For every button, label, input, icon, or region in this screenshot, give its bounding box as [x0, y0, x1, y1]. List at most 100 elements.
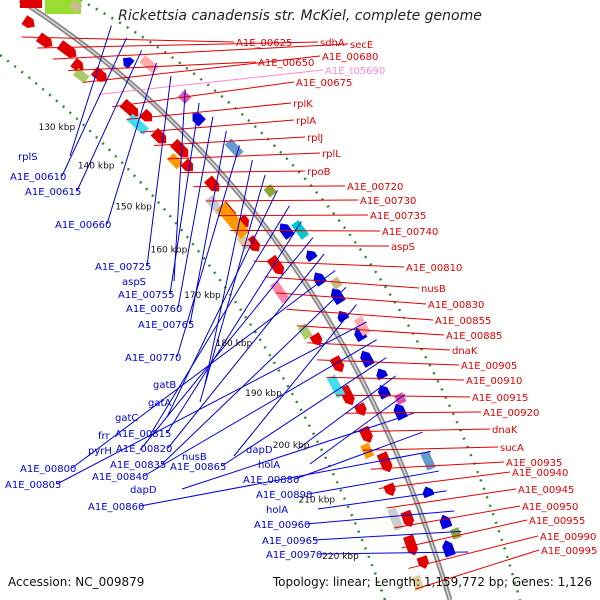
gene-label: rplS [18, 152, 38, 163]
leader-line [76, 50, 143, 192]
leader-line [166, 189, 278, 418]
gene-label: A1E_00990 [540, 532, 596, 543]
leader-line [167, 152, 321, 160]
leader-line [61, 37, 128, 177]
leader-line [313, 530, 462, 541]
gene-label: nusB [421, 284, 446, 295]
feature-box [224, 138, 244, 158]
kbp-label: 150 kbp [115, 203, 152, 213]
leader-line [167, 253, 325, 449]
gene-label: A1E_00915 [472, 393, 528, 404]
leader-line [386, 488, 517, 509]
leader-line [180, 170, 306, 174]
gene-label: A1E_00820 [116, 444, 172, 455]
gene-label: A1E_00970 [266, 550, 322, 561]
kbp-label: 180 kbp [216, 339, 253, 349]
gene-label: nusB [182, 452, 207, 463]
gene-label: rpoB [307, 167, 331, 178]
kbp-label: 140 kbp [78, 162, 115, 172]
kbp-label: 130 kbp [38, 123, 75, 133]
leader-line [297, 375, 397, 450]
leader-line [56, 321, 367, 485]
gene-label: A1E_00935 [506, 458, 562, 469]
gene-label: A1E_00815 [115, 429, 171, 440]
gene-label: A1E_00865 [170, 462, 226, 473]
leader-line [173, 89, 186, 282]
feature-box [167, 152, 184, 170]
leader-line [149, 205, 290, 436]
leader-line [139, 451, 431, 507]
gene-label: holA [266, 505, 288, 516]
leader-line [68, 61, 257, 72]
leader-line [286, 308, 434, 321]
gene-label: A1E_00765 [138, 320, 194, 331]
genome-backbone-highlight [19, 0, 451, 600]
feature-box [326, 374, 346, 399]
leader-line [193, 185, 346, 188]
gene-label: A1E_00625 [236, 38, 292, 49]
forward-gene-arrow [56, 40, 77, 58]
leader-line [112, 81, 295, 108]
gene-label: A1E_00940 [512, 468, 568, 479]
leader-line [146, 75, 172, 267]
forward-gene-arrow [376, 451, 393, 473]
reverse-gene-arrow [360, 350, 375, 368]
gene-label: A1E_00965 [262, 536, 318, 547]
leader-line [345, 411, 482, 414]
leader-line [169, 102, 200, 295]
accession-label: Accession: NC_009879 [8, 575, 145, 589]
reverse-gene-arrow [376, 368, 389, 381]
leader-line [326, 376, 465, 381]
gene-label: A1E_00650 [258, 58, 314, 69]
leader-line [305, 510, 455, 525]
leader-line [394, 505, 521, 529]
leader-line [370, 461, 505, 470]
gene-block [20, 0, 42, 8]
gene-label: gatC [115, 413, 138, 424]
forward-gene-arrow [266, 254, 285, 275]
map-title: Rickettsia canadensis str. McKiel, compl… [118, 8, 482, 24]
leader-line [161, 287, 347, 465]
leader-line [275, 292, 427, 305]
leader-line [143, 339, 377, 477]
leader-line [230, 229, 381, 232]
leader-line [353, 428, 491, 433]
gene-label: A1E_00890 [256, 490, 312, 501]
gene-label: frr [98, 431, 110, 442]
kbp-label: 220 kbp [322, 552, 359, 562]
gene-label: A1E_00770 [125, 353, 181, 364]
gene-label: A1E_00885 [446, 331, 502, 342]
gene-label: A1E_00735 [370, 211, 426, 222]
feature-box [353, 316, 371, 337]
leader-line [166, 221, 302, 434]
reverse-gene-arrow [330, 288, 346, 306]
leader-line [309, 393, 406, 465]
leader-line [253, 260, 405, 268]
leader-line [378, 471, 511, 489]
leader-line [264, 276, 420, 289]
forward-gene-arrow [204, 175, 220, 192]
gene-label: A1E_00920 [483, 408, 539, 419]
gene-label: A1E_00835 [110, 460, 166, 471]
gene-label: A1E_00740 [382, 227, 438, 238]
forward-gene-arrow [416, 555, 429, 569]
gene-label: A1E_00615 [25, 187, 81, 198]
gene-label: A1E_00910 [466, 376, 522, 387]
leader-line [177, 116, 214, 309]
gene-label: A1E_00855 [435, 316, 491, 327]
gene-label: rplL [322, 149, 341, 160]
leader-line [69, 25, 112, 157]
gene-label: A1E_00675 [296, 78, 352, 89]
leader-line [37, 41, 319, 49]
gene-label: A1E_00760 [126, 304, 182, 315]
kbp-label: 200 kbp [273, 441, 310, 451]
leader-line [317, 551, 469, 555]
kbp-label: 190 kbp [245, 389, 282, 399]
feature-box [329, 276, 343, 290]
gene-label: A1E_00960 [254, 520, 310, 531]
feature-box [420, 450, 436, 471]
leader-line [307, 342, 451, 351]
feature-box [72, 67, 90, 84]
